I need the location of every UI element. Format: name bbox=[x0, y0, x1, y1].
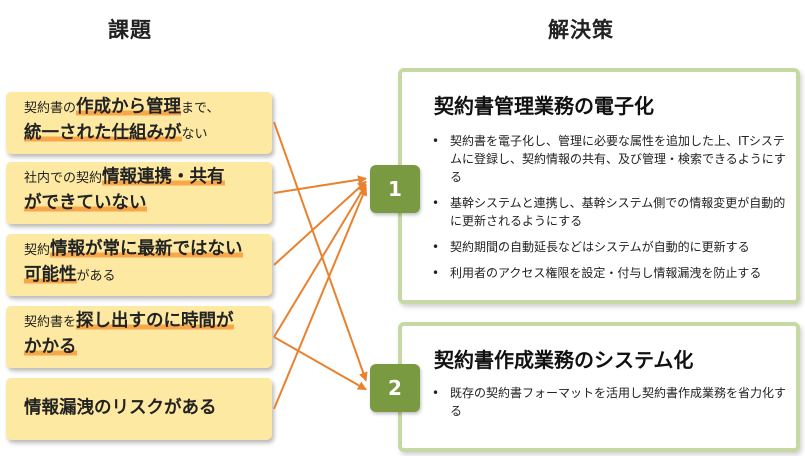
solution-number-badge-2: 2 bbox=[370, 364, 420, 412]
solution-title-2: 契約書作成業務のシステム化 bbox=[434, 348, 694, 372]
issue-emphasis-text: 探し出すのに時間が bbox=[76, 311, 234, 331]
issue-text: 契約書を bbox=[24, 315, 77, 330]
issue-emphasis-text: 可能性 bbox=[24, 265, 77, 285]
issue-emphasis-text: 情報が常に最新ではない bbox=[50, 239, 243, 259]
solution-box-1: 契約書管理業務の電子化 契約書を電子化し、管理に必要な属性を追加した上、ITシス… bbox=[398, 68, 800, 304]
issue-text: ない bbox=[181, 127, 208, 142]
issue-text: 契約書の bbox=[24, 101, 77, 116]
issue-emphasis-text: かかる bbox=[24, 337, 77, 357]
bullet-item: 利用者のアクセス権限を設定・付与し情報漏洩を防止する bbox=[430, 264, 786, 282]
bullet-item: 既存の契約書フォーマットを活用し契約書作成業務を省力化する bbox=[430, 384, 786, 420]
issue-text: がある bbox=[76, 269, 116, 284]
arrow-issue-2-to-solution-1 bbox=[273, 175, 367, 194]
issue-line: ができていない bbox=[24, 191, 262, 217]
issue-emphasis-text: 統一された仕組みが bbox=[24, 123, 182, 143]
issue-box-4: 契約書を探し出すのに時間がかかる bbox=[6, 306, 272, 368]
issue-emphasis-text: 作成から管理 bbox=[76, 97, 182, 117]
arrow-issue-4-to-solution-2 bbox=[273, 336, 367, 391]
arrow-issue-4-to-solution-1 bbox=[273, 183, 367, 338]
bullet-item: 契約期間の自動延長などはシステムが自動的に更新する bbox=[430, 238, 786, 256]
issue-line: 契約書の作成から管理まで、 bbox=[24, 95, 262, 121]
arrow-issue-3-to-solution-1 bbox=[273, 180, 367, 266]
issue-text: まで、 bbox=[181, 101, 220, 116]
issue-box-5: 情報漏洩のリスクがある bbox=[6, 378, 272, 440]
solutions-heading: 解決策 bbox=[548, 18, 614, 42]
issue-emphasis-text: 情報漏洩のリスクがある bbox=[24, 398, 217, 418]
issues-heading: 課題 bbox=[108, 18, 152, 42]
issue-box-2: 社内での契約情報連携・共有ができていない bbox=[6, 162, 272, 224]
arrow-issue-1-to-solution-2 bbox=[273, 121, 368, 382]
issue-line: 可能性がある bbox=[24, 263, 262, 289]
issue-emphasis-text: ができていない bbox=[24, 193, 147, 213]
issue-emphasis-text: 情報連携・共有 bbox=[102, 167, 225, 187]
issue-line: 契約書を探し出すのに時間が bbox=[24, 309, 262, 335]
solution-box-2: 契約書作成業務のシステム化 既存の契約書フォーマットを活用し契約書作成業務を省力… bbox=[398, 322, 800, 452]
arrow-issue-5-to-solution-1 bbox=[273, 186, 368, 410]
issue-text: 契約 bbox=[24, 243, 51, 258]
solution-bullets-1: 契約書を電子化し、管理に必要な属性を追加した上、ITシステムに登録し、契約情報の… bbox=[430, 132, 786, 290]
issue-line: かかる bbox=[24, 335, 262, 361]
bullet-item: 契約書を電子化し、管理に必要な属性を追加した上、ITシステムに登録し、契約情報の… bbox=[430, 132, 786, 186]
solution-bullets-2: 既存の契約書フォーマットを活用し契約書作成業務を省力化する bbox=[430, 384, 786, 428]
solution-number-badge-1: 1 bbox=[370, 165, 420, 213]
issue-line: 社内での契約情報連携・共有 bbox=[24, 165, 262, 191]
issue-line: 統一された仕組みがない bbox=[24, 121, 262, 147]
issue-line: 情報漏洩のリスクがある bbox=[24, 396, 217, 422]
bullet-item: 基幹システムと連携し、基幹システム側での情報変更が自動的に更新されるようにする bbox=[430, 194, 786, 230]
issue-box-3: 契約情報が常に最新ではない可能性がある bbox=[6, 234, 272, 296]
issue-box-1: 契約書の作成から管理まで、統一された仕組みがない bbox=[6, 92, 272, 154]
issue-line: 契約情報が常に最新ではない bbox=[24, 237, 262, 263]
issue-text: 社内での契約 bbox=[24, 171, 103, 186]
solution-title-1: 契約書管理業務の電子化 bbox=[434, 94, 654, 118]
